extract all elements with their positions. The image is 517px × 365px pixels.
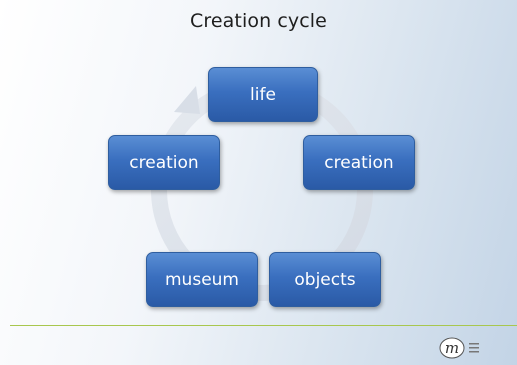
cycle-node-creation-right: creation [303, 135, 415, 190]
slide-title: Creation cycle [190, 10, 327, 32]
cycle-node-objects: objects [269, 252, 381, 307]
cycle-node-life: life [208, 67, 318, 122]
cycle-node-creation-left: creation [108, 135, 220, 190]
footer-divider [10, 325, 517, 326]
cycle-node-museum: museum [146, 252, 258, 307]
logo-mark: m [445, 339, 459, 357]
museum-logo-icon: m [439, 337, 479, 359]
